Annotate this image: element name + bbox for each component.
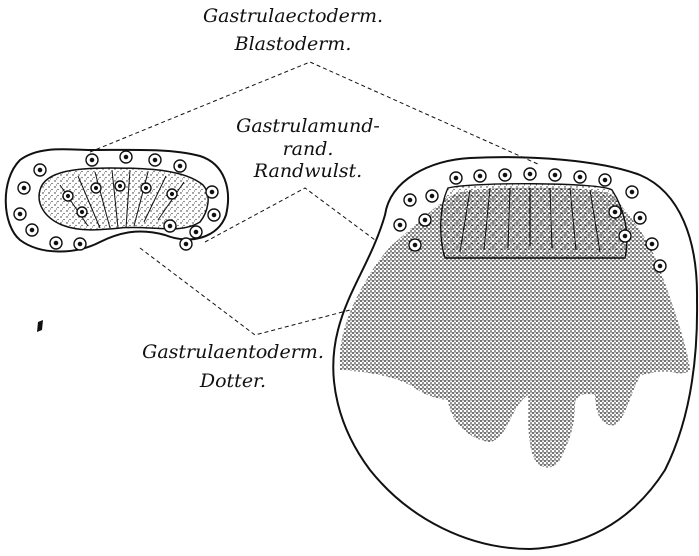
leader-mundrand bbox=[205, 188, 375, 242]
leader-entoderm bbox=[140, 248, 350, 335]
label-dotter: Dotter. bbox=[118, 372, 348, 391]
ink-speck bbox=[37, 320, 43, 332]
label-mund: Gastrulamund- bbox=[228, 117, 388, 136]
label-randwulst: Randwulst. bbox=[228, 162, 388, 181]
large-embryo bbox=[333, 157, 697, 549]
label-rand: rand. bbox=[228, 140, 388, 159]
small-embryo bbox=[6, 149, 228, 251]
label-blastoderm: Blastoderm. bbox=[198, 35, 388, 54]
label-entoderm: Gastrulaentoderm. bbox=[118, 343, 348, 362]
label-ectoderm: Gastrulaectoderm. bbox=[198, 7, 388, 26]
